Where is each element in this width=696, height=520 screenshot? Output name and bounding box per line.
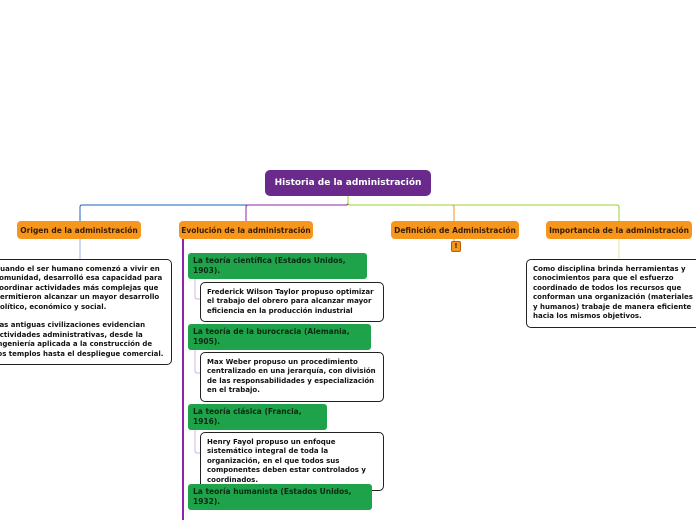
- evolucion-detail-2-text: Max Weber propuso un procedimiento centr…: [207, 358, 376, 395]
- evolucion-detail-1-text: Frederick Wilson Taylor propuso optimiza…: [207, 288, 374, 315]
- connector-evolucion: [245, 196, 349, 221]
- branch-evolucion[interactable]: Evolución de la administración: [179, 221, 313, 239]
- root-topic[interactable]: Historia de la administración: [265, 170, 431, 196]
- importancia-note[interactable]: Como disciplina brinda herramientas y co…: [526, 259, 696, 328]
- evolucion-item-2[interactable]: La teoría de la burocracia (Alemania, 19…: [188, 324, 371, 350]
- evolucion-item-4-title: La teoría humanista (Estados Unidos, 193…: [193, 487, 352, 506]
- evolucion-item-3[interactable]: La teoría clásica (Francia, 1916).: [188, 404, 327, 430]
- origen-paragraph-1: Cuando el ser humano comenzó a vivir en …: [0, 265, 163, 311]
- branch-origen-label: Origen de la administración: [20, 225, 138, 235]
- branch-definicion-label: Definición de Administración: [394, 225, 516, 235]
- origen-paragraph-2: Las antiguas civilizaciones evidencian a…: [0, 321, 164, 358]
- connector-detail-1: [194, 268, 200, 300]
- branch-evolucion-label: Evolución de la administración: [181, 225, 311, 235]
- connector-detail-2: [194, 339, 200, 374]
- definicion-marker-icon[interactable]: !: [451, 241, 461, 252]
- branch-definicion[interactable]: Definición de Administración: [391, 221, 519, 239]
- evolucion-item-4[interactable]: La teoría humanista (Estados Unidos, 193…: [188, 484, 372, 510]
- branch-origen[interactable]: Origen de la administración: [17, 221, 141, 239]
- connector-detail-3: [194, 419, 200, 454]
- evolucion-detail-2[interactable]: Max Weber propuso un procedimiento centr…: [200, 352, 384, 402]
- origen-note[interactable]: Cuando el ser humano comenzó a vivir en …: [0, 259, 172, 365]
- evolucion-item-1[interactable]: La teoría científica (Estados Unidos, 19…: [188, 253, 367, 279]
- evolucion-item-2-title: La teoría de la burocracia (Alemania, 19…: [193, 327, 350, 346]
- evolucion-item-3-title: La teoría clásica (Francia, 1916).: [193, 407, 302, 426]
- evolucion-item-1-title: La teoría científica (Estados Unidos, 19…: [193, 256, 346, 275]
- evolucion-detail-1[interactable]: Frederick Wilson Taylor propuso optimiza…: [200, 282, 384, 323]
- importancia-text: Como disciplina brinda herramientas y co…: [533, 265, 693, 321]
- branch-importancia[interactable]: Importancia de la administración: [546, 221, 692, 239]
- evolucion-detail-3[interactable]: Henry Fayol propuso un enfoque sistemáti…: [200, 432, 384, 492]
- connector-origen: [79, 196, 349, 221]
- branch-importancia-label: Importancia de la administración: [549, 225, 689, 235]
- evolucion-detail-3-text: Henry Fayol propuso un enfoque sistemáti…: [207, 438, 366, 484]
- root-title: Historia de la administración: [274, 178, 422, 188]
- connector-definicion: [347, 196, 455, 221]
- connector-importancia: [347, 196, 620, 221]
